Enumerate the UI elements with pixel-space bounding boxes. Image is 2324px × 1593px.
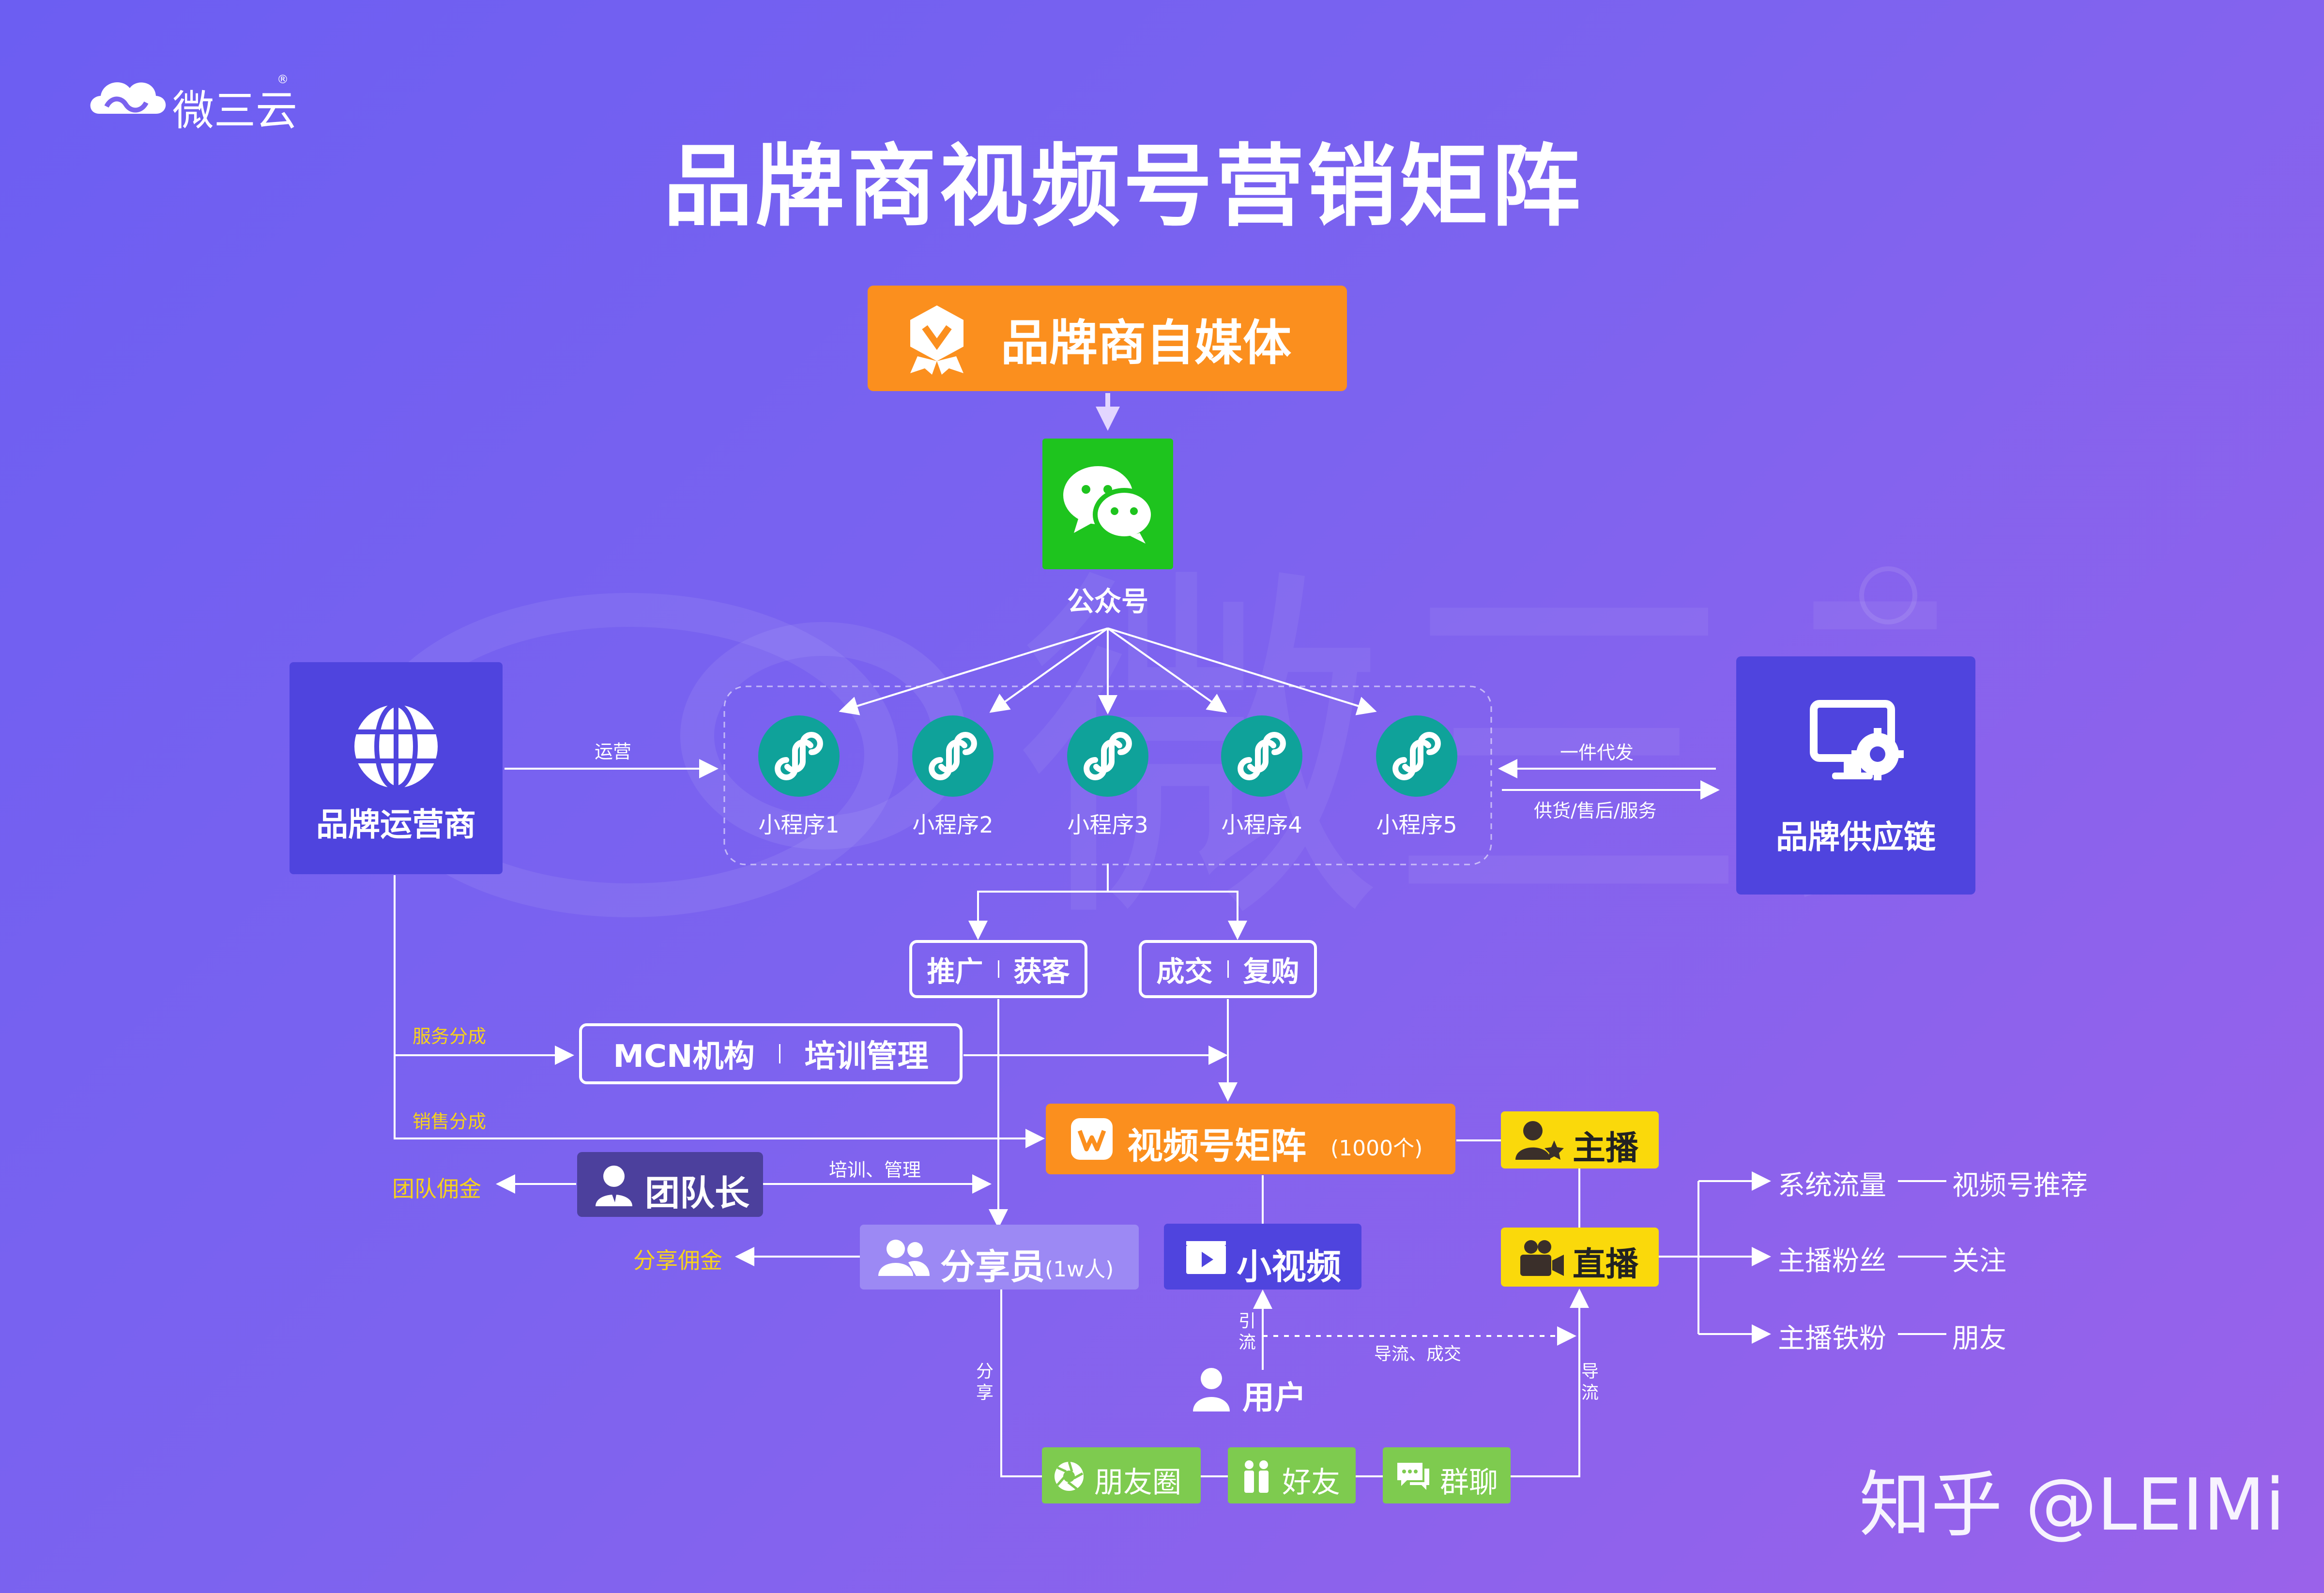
mcn-box: MCN机构 培训管理 — [579, 1023, 963, 1084]
repurchase-label: 复购 — [1243, 955, 1300, 988]
dropship-label: 一件代发 — [1560, 742, 1634, 763]
zhihu-watermark: 知乎 @LEIMi — [1859, 1463, 2285, 1547]
group-icon — [878, 1240, 930, 1276]
stage-divider — [997, 960, 999, 978]
friends-icon — [1244, 1460, 1269, 1493]
wechat-icon — [1063, 466, 1156, 544]
share-commission-label: 分享佣金 — [633, 1247, 722, 1274]
channel-moments: 朋友圈 — [1042, 1447, 1201, 1503]
logo-registered-mark: ® — [277, 73, 289, 86]
mini-program-label: 小程序5 — [1376, 812, 1457, 838]
team-leader-box: 团队长 — [577, 1152, 763, 1217]
brand-operator-box: 品牌运营商 — [290, 662, 503, 874]
benefit-to-2: 关注 — [1952, 1245, 2006, 1277]
promote-label: 推广 — [927, 955, 983, 988]
brand-logo: 微三云 ® — [87, 68, 297, 135]
stage-divider — [1227, 960, 1229, 978]
wechat-account-label: 公众号 — [1067, 586, 1148, 618]
sharer-note: (1w人) — [1045, 1257, 1114, 1282]
channel-friends-label: 好友 — [1282, 1466, 1340, 1500]
miniprogram-icon — [758, 715, 840, 797]
aperture-icon — [1055, 1461, 1084, 1491]
page-title: 品牌商视频号营销矩阵 — [663, 135, 1583, 239]
sharer-box: 分享员 (1w人) — [860, 1225, 1139, 1290]
anchor-icon — [1515, 1121, 1564, 1160]
benefit-from-1: 系统流量 — [1778, 1170, 1886, 1201]
video-matrix-label: 视频号矩阵 — [1127, 1125, 1306, 1167]
mini-program-label: 小程序2 — [912, 812, 994, 838]
benefit-from-3: 主播铁粉 — [1778, 1323, 1886, 1354]
miniprogram-icon — [912, 715, 994, 797]
mcn-divider — [779, 1044, 780, 1063]
mini-program-label: 小程序4 — [1221, 812, 1302, 838]
user-icon — [1193, 1368, 1230, 1411]
badge-v-icon — [910, 305, 963, 375]
team-leader-icon — [596, 1166, 632, 1206]
promote-acquire-box: 推广 获客 — [909, 940, 1087, 998]
training-flow-label: 培训、管理 — [829, 1159, 921, 1181]
anchor-box: 主播 — [1501, 1111, 1659, 1168]
anchor-label: 主播 — [1573, 1129, 1639, 1168]
acquire-label: 获客 — [1013, 955, 1070, 988]
wechat-account-box — [1042, 439, 1173, 569]
mini-program-2: 小程序2 — [904, 715, 1001, 846]
benefit-to-3: 朋友 — [1952, 1323, 2006, 1354]
miniprogram-icon — [1221, 715, 1302, 797]
team-leader-label: 团队长 — [645, 1173, 750, 1214]
video-matrix-note: (1000个) — [1330, 1136, 1423, 1161]
miniprogram-icon — [1376, 715, 1457, 797]
user-node: 用户 — [1192, 1365, 1318, 1416]
supply-chain-box: 品牌供应链 — [1736, 656, 1975, 895]
channel-moments-label: 朋友圈 — [1094, 1466, 1181, 1500]
monitor-gear-icon — [1810, 700, 1904, 780]
video-channel-icon — [1071, 1118, 1113, 1160]
user-label: 用户 — [1242, 1379, 1306, 1416]
attract-label: 引流 — [1238, 1311, 1256, 1352]
training-management-label: 培训管理 — [804, 1039, 929, 1075]
brand-media-box: 品牌商自媒体 — [868, 286, 1347, 391]
play-icon — [1186, 1241, 1226, 1274]
short-video-label: 小视频 — [1237, 1246, 1342, 1287]
deal-label: 成交 — [1156, 955, 1213, 988]
channel-group-chat-label: 群聊 — [1440, 1466, 1498, 1500]
mini-program-1: 小程序1 — [750, 715, 847, 846]
live-box: 直播 — [1501, 1228, 1659, 1287]
benefit-to-1: 视频号推荐 — [1952, 1170, 2088, 1201]
live-label: 直播 — [1573, 1245, 1639, 1284]
channel-group-chat: 群聊 — [1383, 1447, 1511, 1503]
guide-label: 导流 — [1581, 1362, 1599, 1403]
service-share-label: 服务分成 — [413, 1026, 487, 1047]
mini-program-5: 小程序5 — [1368, 715, 1465, 846]
guide-deal-label: 导流、成交 — [1374, 1344, 1462, 1364]
supply-chain-label: 品牌供应链 — [1776, 819, 1936, 856]
mini-program-label: 小程序3 — [1067, 812, 1148, 838]
chat-icon — [1397, 1463, 1429, 1490]
share-label: 分享 — [976, 1362, 994, 1403]
mini-program-3: 小程序3 — [1059, 715, 1156, 846]
mini-program-4: 小程序4 — [1213, 715, 1310, 846]
sharer-label: 分享员 — [940, 1246, 1045, 1287]
video-matrix-box: 视频号矩阵 (1000个) — [1046, 1104, 1455, 1174]
brand-media-label: 品牌商自媒体 — [1001, 314, 1291, 371]
channel-friends: 好友 — [1228, 1447, 1356, 1503]
cloud-logo-icon — [90, 82, 166, 114]
supply-service-label: 供货/售后/服务 — [1534, 800, 1657, 821]
sales-share-label: 销售分成 — [413, 1111, 487, 1132]
logo-text: 微三云 — [172, 87, 297, 135]
team-commission-label: 团队佣金 — [392, 1176, 481, 1202]
globe-icon — [354, 702, 438, 790]
mcn-label: MCN机构 — [613, 1039, 755, 1075]
miniprogram-icon — [1067, 715, 1148, 797]
deal-repurchase-box: 成交 复购 — [1139, 940, 1317, 998]
operate-flow-label: 运营 — [595, 741, 632, 762]
short-video-box: 小视频 — [1164, 1224, 1361, 1290]
benefit-from-2: 主播粉丝 — [1778, 1245, 1886, 1277]
brand-operator-label: 品牌运营商 — [316, 806, 476, 843]
camera-icon — [1520, 1240, 1564, 1276]
mini-program-label: 小程序1 — [758, 812, 840, 838]
